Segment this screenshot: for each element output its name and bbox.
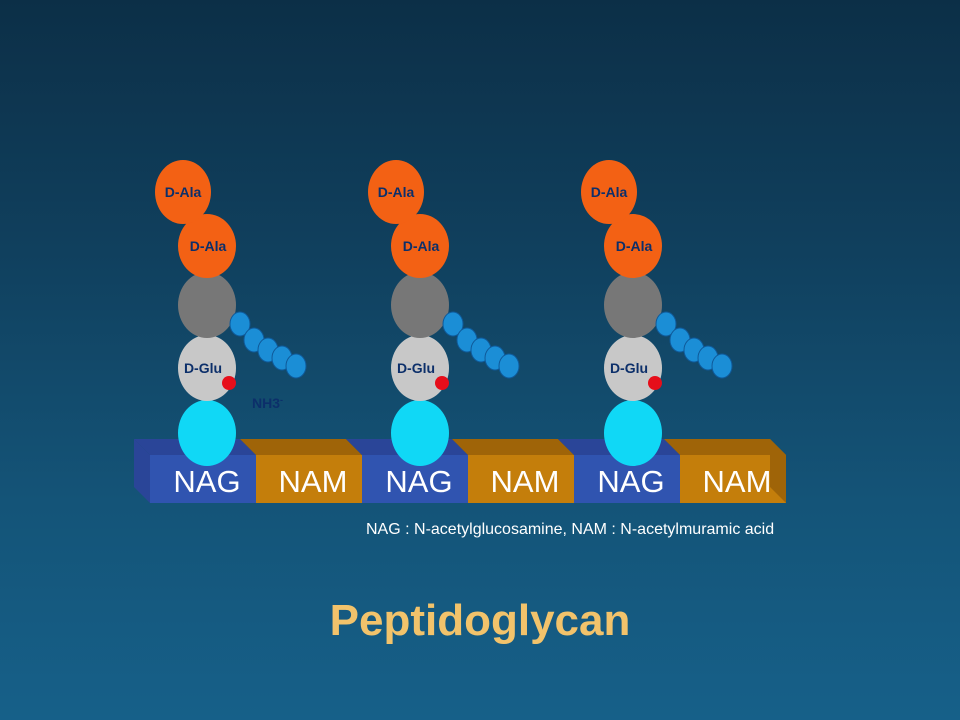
side-chain-bead [229, 311, 251, 337]
red-site-dot [648, 376, 662, 390]
backbone-label: NAG [597, 464, 664, 499]
backbone-end-face-right [770, 439, 786, 503]
backbone-end-face [134, 439, 150, 503]
gray-residue-circle [604, 272, 662, 338]
d-ala-top-circle [155, 160, 211, 224]
backbone-label: NAM [703, 464, 772, 499]
side-chain-bead [711, 353, 733, 379]
red-site-dot [222, 376, 236, 390]
backbone-nam-1: NAM [240, 439, 362, 503]
d-ala-mid-circle [178, 214, 236, 278]
gray-residue-circle [178, 272, 236, 338]
diagram-title: Peptidoglycan [329, 596, 631, 645]
side-chain-bead [285, 353, 307, 379]
d-glu-circle [178, 335, 236, 401]
side-chain-bead [498, 353, 520, 379]
d-glu-label: D-Glu [610, 360, 648, 376]
nh3-charge: - [280, 395, 283, 405]
backbone-label: NAG [385, 464, 452, 499]
sugar-link-circle [604, 400, 662, 466]
d-ala-top-label: D-Ala [378, 184, 415, 200]
glycan-backbone: NAG NAM NAG NAM NAG NAM [134, 439, 786, 503]
d-glu-label: D-Glu [184, 360, 222, 376]
gray-residue-circle [391, 272, 449, 338]
backbone-label: NAM [279, 464, 348, 499]
side-chain-bead [655, 311, 677, 337]
sugar-link-circle [178, 400, 236, 466]
d-glu-label: D-Glu [397, 360, 435, 376]
d-ala-mid-label: D-Ala [190, 238, 227, 254]
side-chain-bead [442, 311, 464, 337]
d-ala-top-circle [368, 160, 424, 224]
d-ala-mid-circle [604, 214, 662, 278]
backbone-nam-2: NAM [452, 439, 574, 503]
d-ala-top-circle [581, 160, 637, 224]
d-glu-circle [604, 335, 662, 401]
d-ala-top-label: D-Ala [591, 184, 628, 200]
sugar-link-circle [391, 400, 449, 466]
backbone-label: NAM [491, 464, 560, 499]
nh3-label: NH3- [252, 395, 283, 411]
d-ala-mid-label: D-Ala [616, 238, 653, 254]
d-ala-top-label: D-Ala [165, 184, 202, 200]
backbone-nam-3: NAM [664, 439, 786, 503]
red-site-dot [435, 376, 449, 390]
backbone-nag-3: NAG [558, 439, 680, 503]
backbone-label: NAG [173, 464, 240, 499]
abbreviation-legend: NAG : N-acetylglucosamine, NAM : N-acety… [366, 521, 775, 538]
d-glu-circle [391, 335, 449, 401]
peptide-units: D-GluD-AlaD-AlaD-GluD-AlaD-AlaD-GluD-Ala… [155, 160, 733, 466]
d-ala-mid-circle [391, 214, 449, 278]
d-ala-mid-label: D-Ala [403, 238, 440, 254]
